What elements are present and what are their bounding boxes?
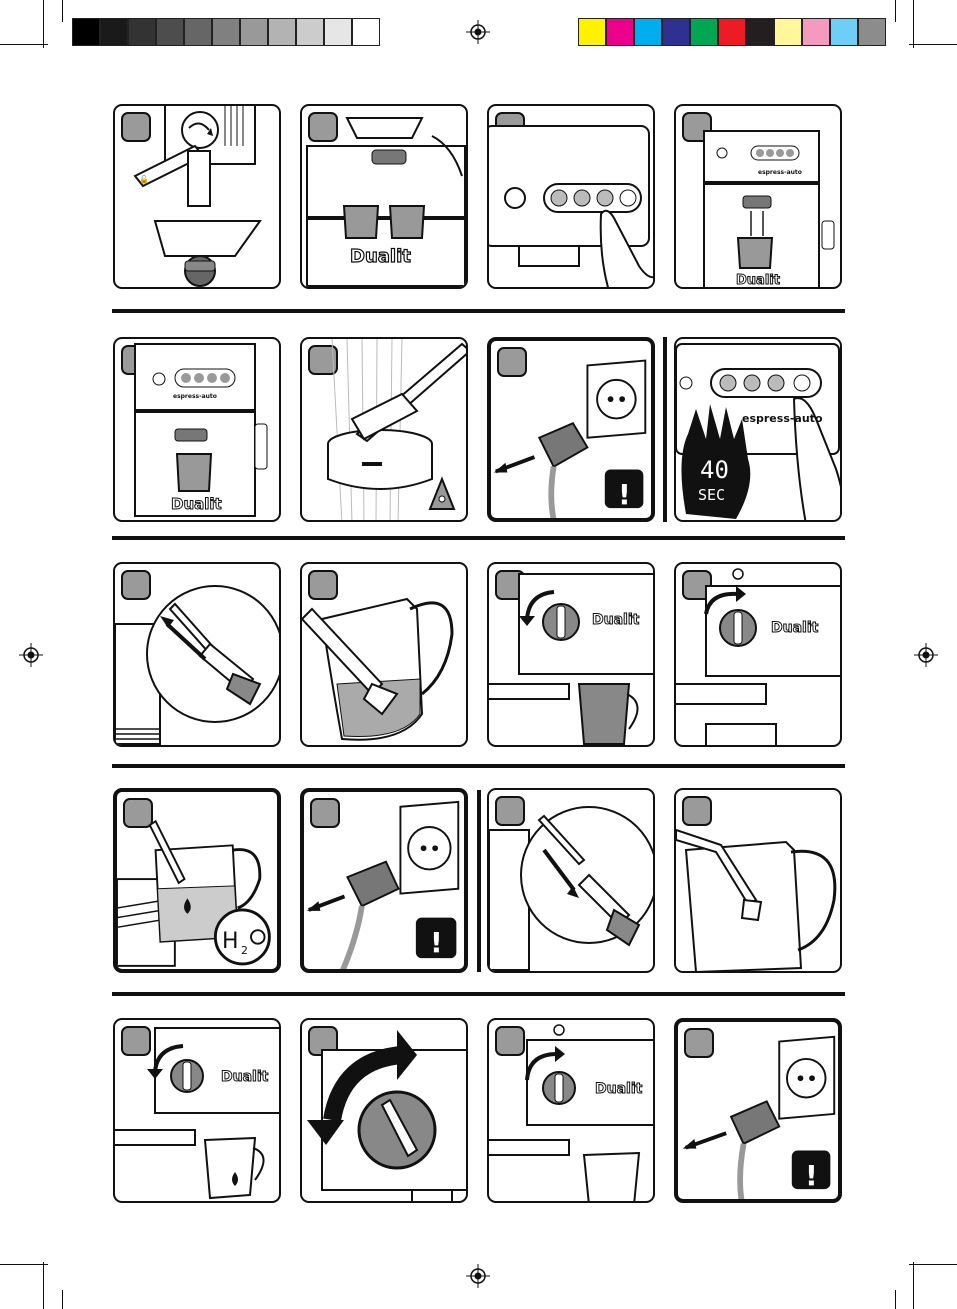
color-swatch bbox=[746, 18, 774, 46]
water-symbol-h: H bbox=[222, 929, 239, 954]
color-swatch bbox=[774, 18, 802, 46]
water-symbol-sub: 2 bbox=[241, 944, 248, 957]
crop-mark bbox=[909, 44, 957, 45]
color-swatch bbox=[324, 18, 352, 46]
color-swatch bbox=[240, 18, 268, 46]
color-swatch bbox=[296, 18, 324, 46]
timer-unit: SEC bbox=[698, 486, 725, 504]
color-swatch bbox=[352, 18, 380, 46]
step-panel-dial-closeup bbox=[300, 1018, 468, 1203]
registration-mark-icon bbox=[19, 643, 43, 667]
crop-mark bbox=[913, 0, 914, 48]
step-panel-dial-steam-on: Dualit bbox=[487, 562, 655, 747]
step-panel-single-cup: Dualit espress-auto bbox=[113, 337, 281, 522]
step-panel-water-purge: H 2 bbox=[113, 788, 281, 973]
row-divider bbox=[112, 536, 845, 540]
step-panel-rinse-filter bbox=[300, 337, 468, 522]
model-label: espress-auto bbox=[758, 169, 802, 176]
color-swatch bbox=[690, 18, 718, 46]
model-label: espress-auto bbox=[173, 393, 217, 400]
crop-mark bbox=[62, 0, 63, 22]
registration-mark-icon bbox=[466, 1264, 490, 1288]
dualit-logo: Dualit bbox=[350, 246, 411, 267]
step-panel-unplug: ! bbox=[487, 337, 655, 522]
step-panel-hold-40-sec: 40 SEC espress-auto bbox=[674, 337, 842, 522]
row-divider bbox=[112, 309, 845, 313]
dualit-logo: Dualit bbox=[171, 495, 222, 513]
row-divider bbox=[112, 992, 845, 996]
step-panel-jug-with-wand bbox=[300, 562, 468, 747]
crop-mark bbox=[62, 1290, 63, 1309]
column-divider bbox=[663, 337, 667, 522]
step-panel-unplug: ! bbox=[674, 1018, 842, 1203]
step-panel-dial-hot-water: Dualit bbox=[113, 1018, 281, 1203]
step-panel-lock-filter-holder: 🔓 bbox=[113, 104, 281, 289]
crop-mark bbox=[895, 1290, 896, 1309]
dualit-logo: Dualit bbox=[771, 620, 818, 636]
step-panel-press-button bbox=[487, 104, 655, 289]
color-swatch bbox=[184, 18, 212, 46]
color-swatch bbox=[662, 18, 690, 46]
step-panel-dial-steam-off: Dualit bbox=[674, 562, 842, 747]
registration-mark-icon bbox=[466, 20, 490, 44]
crop-mark bbox=[0, 1264, 48, 1265]
color-swatch bbox=[72, 18, 100, 46]
color-swatch bbox=[268, 18, 296, 46]
step-panel-steam-wand-down bbox=[487, 788, 655, 973]
step-panel-steam-wand-up bbox=[113, 562, 281, 747]
dualit-logo: Dualit bbox=[592, 612, 639, 628]
color-swatch bbox=[578, 18, 606, 46]
warning-icon: ! bbox=[618, 478, 631, 511]
registration-mark-icon bbox=[914, 643, 938, 667]
column-divider bbox=[477, 790, 481, 972]
model-label: espress-auto bbox=[742, 412, 823, 425]
crop-mark bbox=[0, 44, 48, 45]
warning-icon: ! bbox=[430, 926, 443, 959]
dualit-logo: Dualit bbox=[736, 273, 780, 288]
color-swatch bbox=[128, 18, 156, 46]
step-panel-jug-rest bbox=[674, 788, 842, 973]
dualit-logo: Dualit bbox=[221, 1069, 268, 1085]
step-panel-dial-off: Dualit bbox=[487, 1018, 655, 1203]
crop-mark bbox=[909, 1264, 957, 1265]
svg-text:🔓: 🔓 bbox=[139, 174, 149, 184]
row-divider bbox=[112, 764, 845, 768]
step-panel-two-cups: Dualit bbox=[300, 104, 468, 289]
crop-mark bbox=[43, 0, 44, 48]
timer-number: 40 bbox=[700, 456, 729, 484]
color-swatch bbox=[830, 18, 858, 46]
color-swatch bbox=[606, 18, 634, 46]
color-swatch bbox=[634, 18, 662, 46]
color-swatch bbox=[858, 18, 886, 46]
color-swatch bbox=[718, 18, 746, 46]
crop-mark bbox=[895, 0, 896, 22]
color-swatch bbox=[100, 18, 128, 46]
color-swatch bbox=[212, 18, 240, 46]
crop-mark bbox=[43, 1262, 44, 1309]
color-swatch bbox=[156, 18, 184, 46]
dualit-logo: Dualit bbox=[595, 1081, 642, 1097]
color-swatch bbox=[802, 18, 830, 46]
crop-mark bbox=[913, 1262, 914, 1309]
step-panel-espresso-brewing: Dualit espress-auto bbox=[674, 104, 842, 289]
warning-icon: ! bbox=[805, 1159, 818, 1192]
step-panel-unplug: ! bbox=[300, 788, 468, 973]
